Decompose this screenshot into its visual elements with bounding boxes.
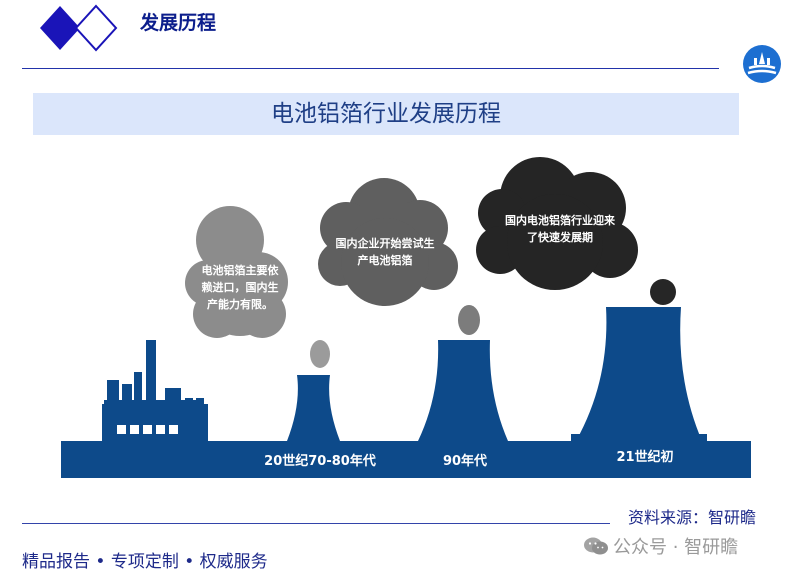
section-title: 发展历程	[140, 12, 217, 34]
factory-icon	[102, 340, 208, 444]
era-label-1: 20世纪70-80年代	[264, 454, 376, 469]
diamond-logo-icon	[40, 4, 118, 52]
cloud-text-2: 国内企业开始尝试生 产电池铝箔	[335, 237, 435, 267]
wechat-icon	[584, 537, 608, 555]
watermark: 公众号 · 智研瞻	[583, 533, 738, 559]
source-note: 资料来源：智研瞻	[628, 508, 757, 527]
cloud-text-3: 国内电池铝箔行业迎来 了快速发展期	[505, 214, 615, 244]
watermark-text: 公众号 · 智研瞻	[613, 537, 739, 558]
smoke-puff-1	[310, 340, 330, 368]
brand-logo-icon	[743, 45, 781, 83]
era-label-2: 90年代	[442, 454, 488, 469]
footer-tagline: 精品报告 • 专项定制 • 权威服务	[22, 552, 268, 572]
tower-base-3	[571, 434, 707, 442]
footer-divider	[22, 523, 610, 524]
cloud-2	[318, 178, 458, 306]
smoke-puff-2	[458, 305, 480, 335]
cooling-tower-2	[418, 340, 508, 441]
header-divider	[22, 68, 719, 69]
cooling-tower-1	[287, 375, 340, 441]
smoke-puff-3	[650, 279, 676, 305]
title-banner	[33, 93, 739, 135]
cloud-1	[185, 206, 288, 338]
cloud-text-1: 电池铝箔主要依 赖进口，国内生 产能力有限。	[201, 264, 279, 311]
era-label-3: 21世纪初	[616, 450, 674, 465]
ground-bar	[61, 441, 751, 478]
cloud-3	[476, 157, 638, 290]
factory-windows	[117, 425, 178, 434]
cooling-tower-3	[576, 307, 702, 441]
diagram-title: 电池铝箔行业发展历程	[271, 101, 501, 127]
